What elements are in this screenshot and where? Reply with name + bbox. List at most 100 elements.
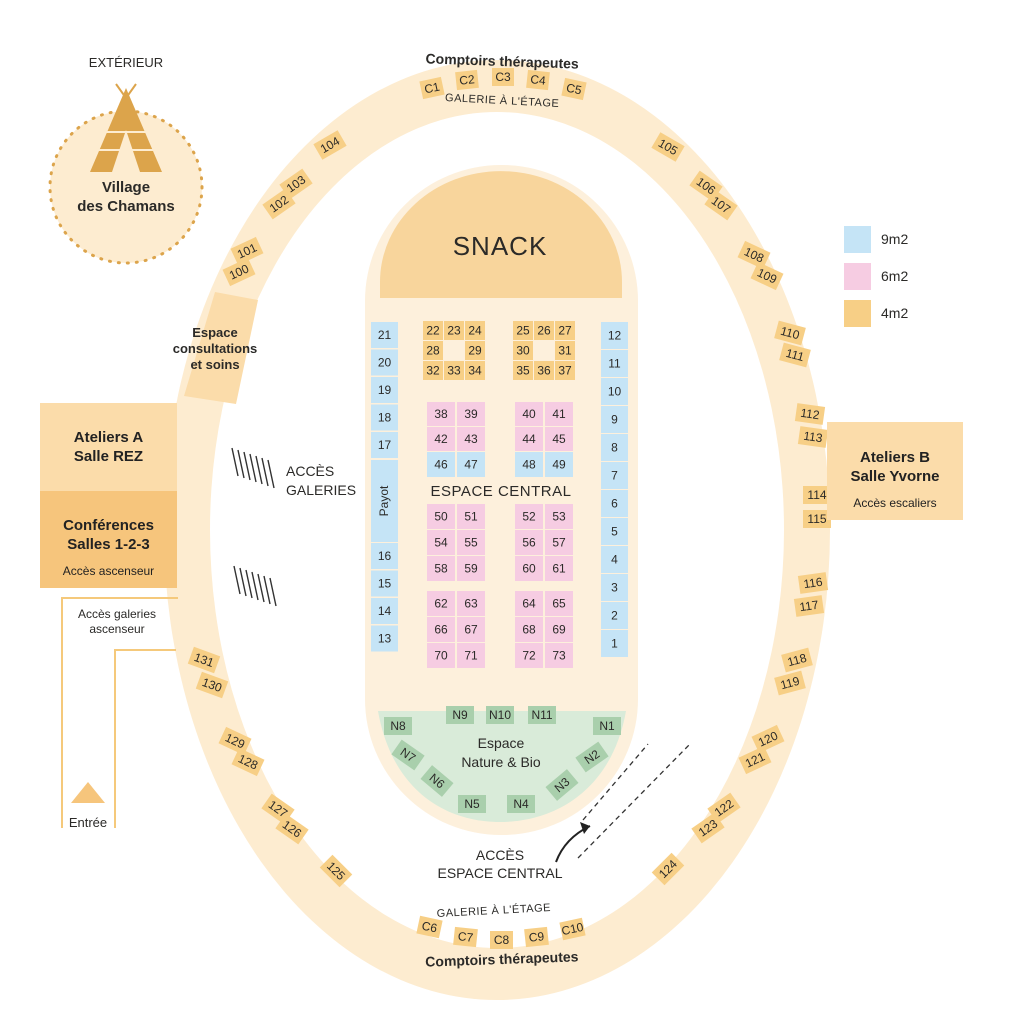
stand-label: 47 [464,458,478,472]
stand-box [575,741,609,773]
stand-box [545,769,579,801]
stand-label: 56 [522,536,536,550]
ateliers-a-subtitle: Salle REZ [73,448,144,465]
stand-box [444,361,464,380]
stand-10: 10 [601,378,628,405]
ateliers-b-title: Ateliers B [859,449,931,466]
stand-label: 65 [552,597,566,611]
gallery-hatch-top [231,447,275,489]
legend-item-9m2: 9m2 [844,226,908,253]
exterieur-label: EXTÉRIEUR [89,55,163,70]
stand-34: 34 [465,361,485,380]
stand-label: 16 [378,549,392,563]
consultations-area [184,292,258,404]
stand-25: 25 [513,321,533,340]
stand-box [453,926,478,948]
stand-24: 24 [465,321,485,340]
stand-box [651,132,685,162]
stand-label: 66 [434,623,448,637]
stand-label: 72 [522,649,536,663]
stand-label: 112 [800,406,821,423]
stand-label: C8 [494,933,510,947]
stand-68: 68 [515,617,543,642]
stand-box [457,556,485,581]
stand-label: 118 [786,651,808,670]
stand-box [515,452,543,477]
stand-label: N11 [531,708,552,722]
stand-label: C2 [459,72,476,88]
stand-box [427,617,455,642]
payot-label: Payot [377,485,391,516]
stand-47: 47 [457,452,485,477]
stand-63: 63 [457,591,485,616]
stand-59: 59 [457,556,485,581]
entry-triangle-icon [71,782,105,803]
stand-label: 4 [611,553,618,567]
stand-61: 61 [545,556,573,581]
stand-label: N5 [464,797,480,811]
stand-label: N4 [513,797,529,811]
ring-stand-100: 100 [222,257,256,287]
stand-box [555,341,575,360]
ring-stand-110: 110 [774,320,806,346]
nature-stand-n8: N8 [384,717,412,735]
nature-stand-n11: N11 [528,706,556,724]
stand-label: 27 [558,324,572,338]
ring-stand-123: 123 [691,812,725,844]
consultations-line2: consultations [172,341,258,356]
stand-box [545,556,573,581]
stand-12: 12 [601,322,628,349]
stand-30: 30 [513,341,533,360]
stand-label: C3 [495,70,511,84]
stand-box [486,706,514,724]
stand-26: 26 [534,321,554,340]
stand-box [779,342,811,368]
payot-box [371,460,398,542]
stand-box [803,486,831,504]
stand-label: 31 [558,344,572,358]
stand-71: 71 [457,643,485,668]
stand-box [384,717,412,735]
stand-label: 33 [447,364,461,378]
stand-label: 50 [434,510,448,524]
stand-label: 113 [803,429,824,446]
stand-73: 73 [545,643,573,668]
stand-box [515,427,543,451]
stand-label: 130 [200,675,224,695]
stand-14: 14 [371,598,398,624]
stand-box [515,402,543,426]
ring-stand-102: 102 [262,188,296,220]
stand-box [545,504,573,529]
ring-stand-103: 103 [279,168,313,200]
stand-box [545,402,573,426]
ring-stand-101: 101 [230,236,264,266]
stand-label: 15 [378,577,392,591]
stand-15: 15 [371,570,398,597]
ring-stand-130: 130 [195,671,229,699]
stand-67: 67 [457,617,485,642]
stand-label: 40 [522,407,536,421]
acces-galeries-label-2: GALERIES [286,482,356,498]
nature-stand-n6: N6 [420,765,454,797]
stand-box [319,854,353,888]
nature-stand-n3: N3 [545,769,579,801]
stand-label: 46 [434,458,448,472]
stand-label: 41 [552,407,566,421]
stand-32: 32 [423,361,443,380]
stand-box [545,427,573,451]
nature-stand-n4: N4 [507,795,535,813]
ateliers-a-room: Ateliers A Salle REZ [40,403,177,491]
stand-box [534,321,554,340]
stand-label: 48 [522,458,536,472]
village-circle [50,111,202,263]
stand-box [526,69,550,91]
stand-label: 55 [464,536,478,550]
stand-box [691,812,725,844]
acces-central-label-2: ESPACE CENTRAL [438,865,563,881]
ateliers-b-subtitle: Salle Yvorne [850,468,940,485]
stand-29: 29 [465,341,485,360]
payot-stand: Payot [371,460,398,542]
legend-label: 6m2 [881,268,908,284]
counter-c1: C1 [419,76,445,100]
counter-c4: C4 [526,69,550,91]
